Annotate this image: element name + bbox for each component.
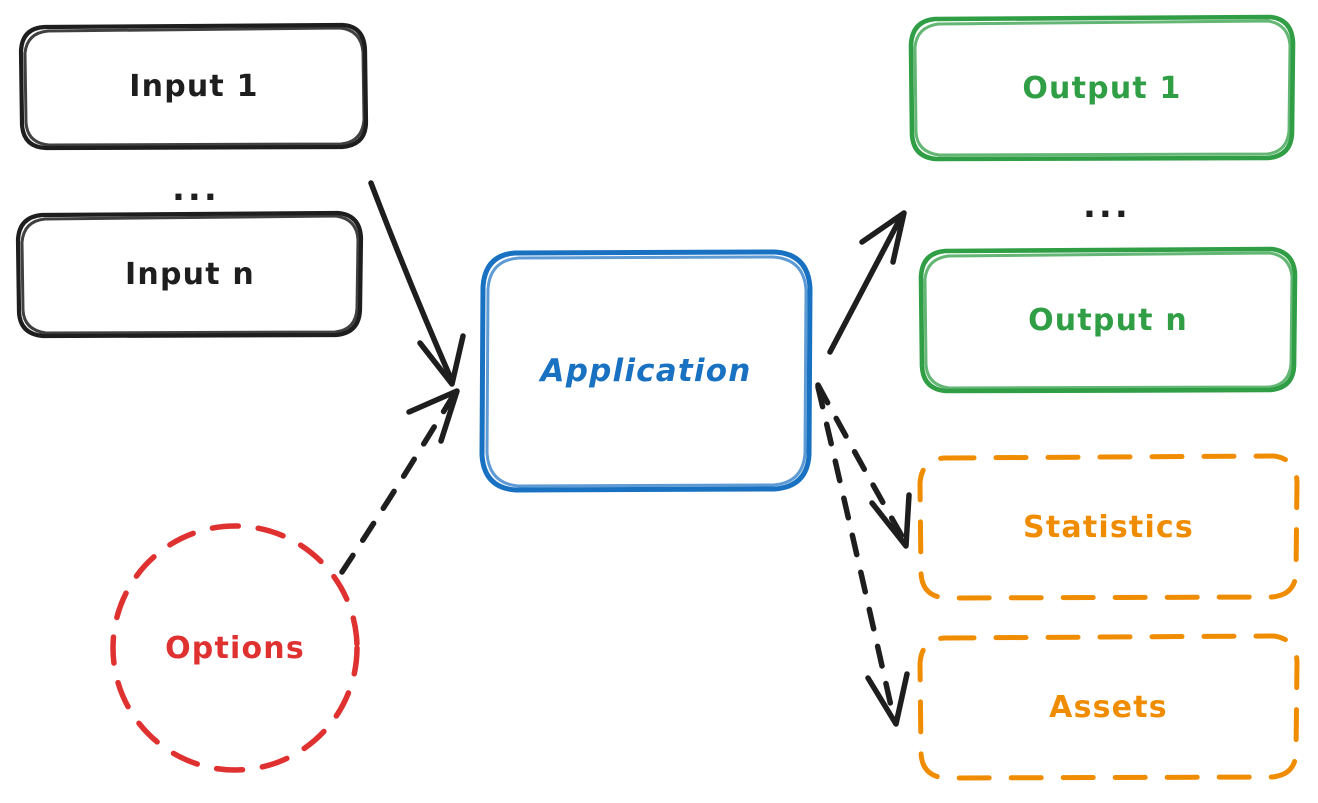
edge-inputs-to-application	[368, 180, 466, 387]
node-output-first[interactable]	[908, 14, 1296, 162]
node-statistics[interactable]	[917, 453, 1300, 601]
edge-options-to-application	[339, 388, 460, 575]
edge-application-to-outputs	[827, 210, 907, 355]
node-assets[interactable]	[917, 633, 1300, 781]
node-input-first[interactable]	[18, 22, 369, 151]
node-application[interactable]	[479, 249, 813, 493]
edge-application-to-assets	[815, 384, 910, 727]
edge-application-to-statistics	[815, 382, 912, 549]
node-options[interactable]	[110, 523, 360, 773]
node-input-last[interactable]	[15, 210, 364, 339]
node-output-last[interactable]	[918, 246, 1298, 394]
